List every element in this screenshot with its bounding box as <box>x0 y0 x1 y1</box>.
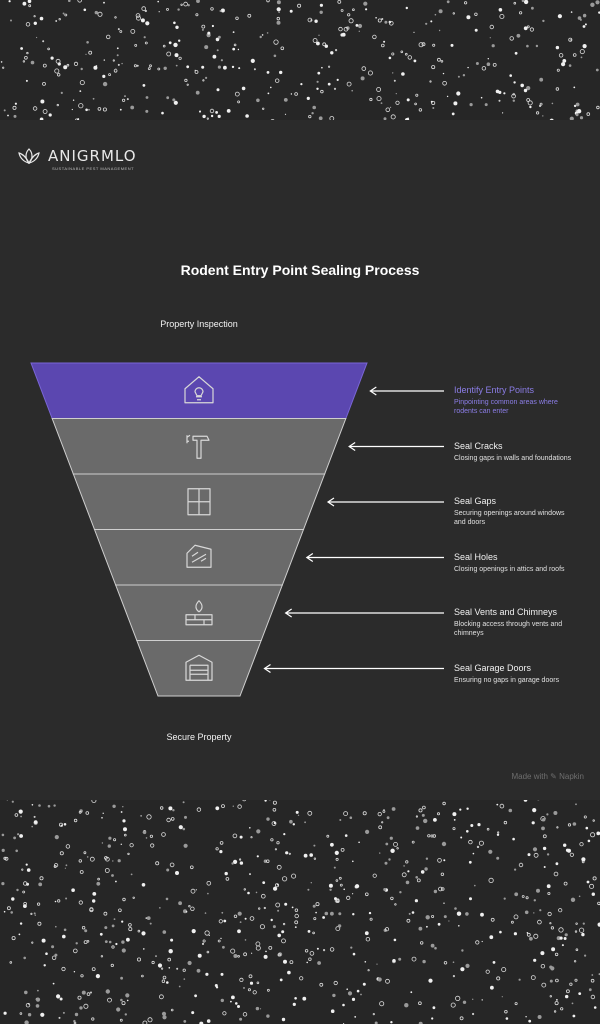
step-description: Closing gaps in walls and foundations <box>454 454 572 462</box>
step-title: Identify Entry Points <box>454 385 535 395</box>
napkin-credit: Made with ✎ Napkin <box>511 772 584 781</box>
step-title: Seal Cracks <box>454 440 503 451</box>
funnel-bottom-label: Secure Property <box>166 732 232 742</box>
arrow-head <box>263 664 271 673</box>
arrow-head <box>284 608 292 618</box>
brand-tagline: SUSTAINABLE PEST MANAGEMENT <box>52 166 135 171</box>
decorative-noise-bottom <box>0 780 600 1024</box>
brand-name: ANIGRMLO <box>48 147 137 165</box>
arrow-head <box>326 497 335 507</box>
step-title: Seal Gaps <box>454 496 497 506</box>
arrow-head <box>348 442 356 451</box>
step-title: Seal Garage Doors <box>454 662 532 673</box>
funnel-layer <box>136 640 262 697</box>
garage-door-icon <box>185 654 213 681</box>
step-description: Blocking access through vents and chimne… <box>454 621 563 637</box>
lotus-logo-icon <box>16 146 42 166</box>
funnel-layer <box>93 529 305 586</box>
step-title: Seal Holes <box>454 551 498 562</box>
funnel-layer <box>114 584 284 641</box>
funnel-top-label: Property Inspection <box>160 319 238 329</box>
arrow-head <box>369 386 377 396</box>
step-description: Closing openings in attics and roofs <box>454 565 565 573</box>
funnel-layer <box>30 362 368 419</box>
funnel-layer <box>51 418 347 475</box>
chimney-icon <box>185 600 213 626</box>
window-icon <box>187 488 211 516</box>
step-description: Securing openings around windows and doo… <box>454 510 565 526</box>
step-description: Pinpointing common areas where rodents c… <box>454 399 558 415</box>
diagram-title: Rodent Entry Point Sealing Process <box>180 262 420 278</box>
attic-icon <box>186 544 212 568</box>
house-lightbulb-icon <box>184 376 214 404</box>
step-title: Seal Vents and Chimneys <box>454 607 558 617</box>
step-description: Ensuring no gaps in garage doors <box>454 676 560 684</box>
hammer-icon <box>186 434 210 459</box>
brand-logo: ANIGRMLO <box>16 146 137 166</box>
arrow-head <box>305 553 314 562</box>
